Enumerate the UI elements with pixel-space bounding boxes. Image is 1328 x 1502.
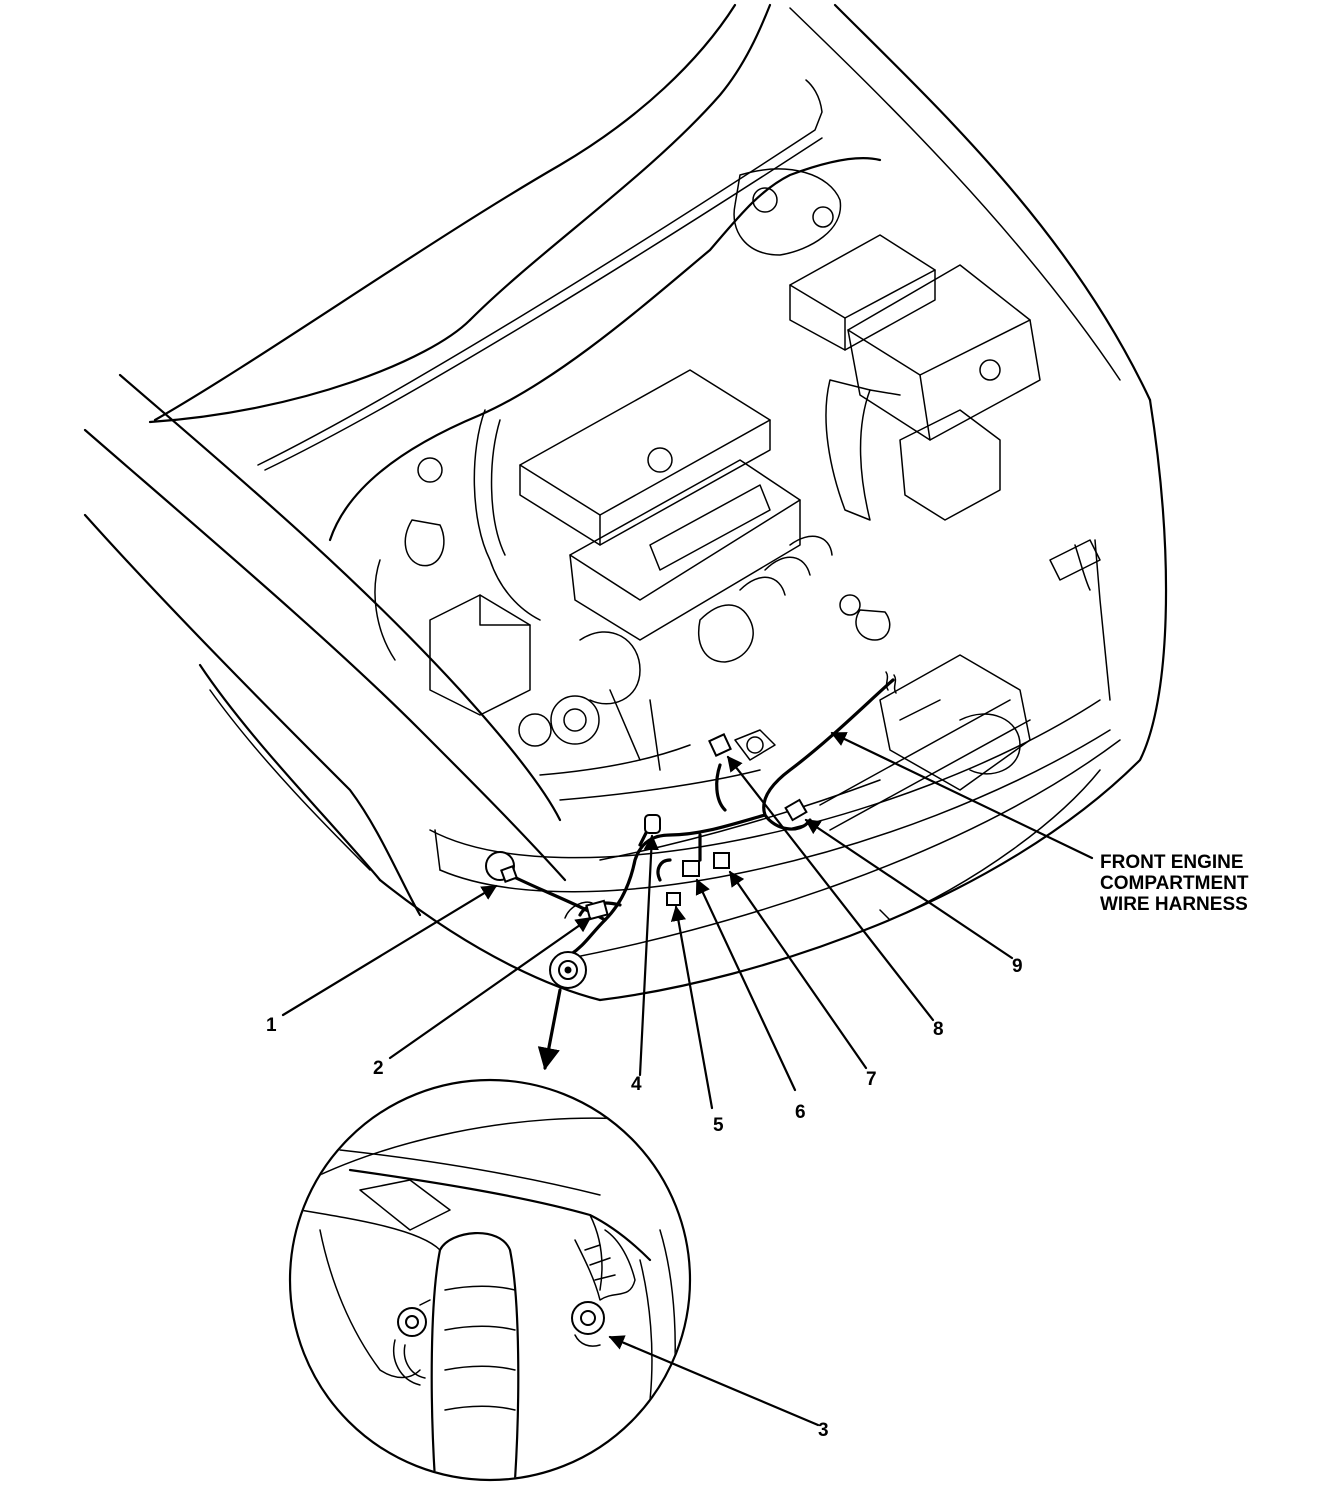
callout-8: 8 <box>933 1019 944 1040</box>
horn-connector-3 <box>549 951 587 989</box>
engine-components <box>328 157 1101 831</box>
hood-outline <box>148 3 1152 471</box>
callout-3: 3 <box>818 1420 829 1441</box>
connector-2 <box>564 899 609 921</box>
detail-inset <box>288 1078 692 1482</box>
connector-6 <box>682 860 700 877</box>
connector-4 <box>644 814 661 834</box>
callout-6: 6 <box>795 1102 806 1123</box>
connector-9 <box>784 798 808 822</box>
wire-harness-label: FRONT ENGINE COMPARTMENT WIRE HARNESS <box>1100 852 1249 915</box>
callout-7: 7 <box>866 1069 877 1090</box>
callout-9: 9 <box>1012 956 1023 977</box>
callout-5: 5 <box>713 1115 724 1136</box>
connector-1 <box>485 851 518 883</box>
callout-2: 2 <box>373 1058 384 1079</box>
connector-8 <box>708 733 732 757</box>
leader-lines <box>281 731 1094 1427</box>
body-outline <box>83 373 1168 1002</box>
connector-5 <box>666 892 681 906</box>
connector-7 <box>713 852 730 869</box>
callout-4: 4 <box>631 1074 642 1095</box>
callout-1: 1 <box>266 1015 277 1036</box>
front-engine-compartment-wire-harness <box>503 671 897 957</box>
